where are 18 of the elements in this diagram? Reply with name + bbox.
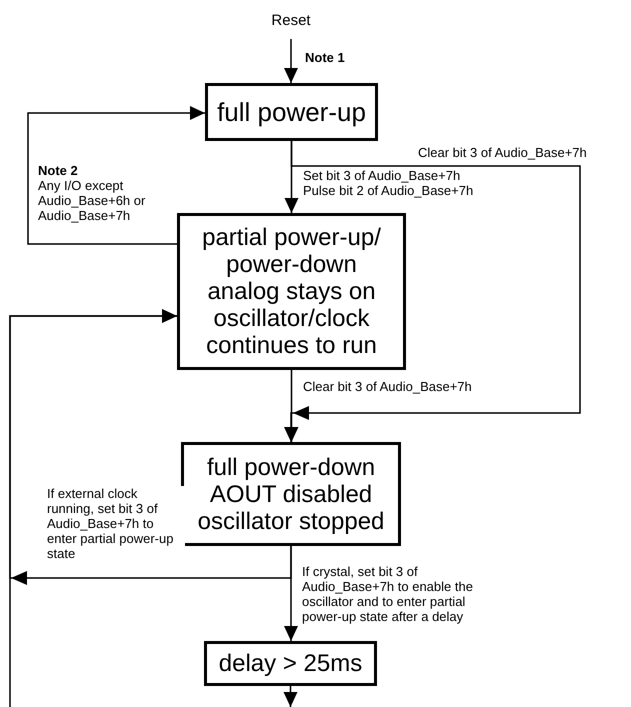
state-text: full power-down AOUT disabled oscillator stopped	[196, 454, 386, 534]
arrow	[284, 546, 298, 641]
arrow	[284, 39, 298, 83]
arrow	[284, 686, 298, 707]
edge-label: Clear bit 3 of Audio_Base+7h	[418, 145, 587, 160]
edge-label: Note 1	[305, 50, 345, 65]
state-text: delay > 25ms	[218, 650, 362, 677]
state-box	[204, 641, 377, 686]
arrow	[9, 309, 177, 707]
state-box	[181, 442, 401, 546]
start-label: Reset	[256, 8, 326, 32]
state-text: full power-up	[217, 98, 366, 126]
edge-label: If external clock running, set bit 3 of Audio_Base+7h to enter partial power-up state	[47, 486, 185, 561]
state-box	[177, 213, 406, 370]
state-text: partial power-up/ power-down analog stays on oscillator/clock continues to run	[201, 224, 382, 359]
edge-label: Clear bit 3 of Audio_Base+7h	[303, 379, 472, 394]
state-box	[205, 83, 378, 141]
arrow	[27, 106, 205, 245]
